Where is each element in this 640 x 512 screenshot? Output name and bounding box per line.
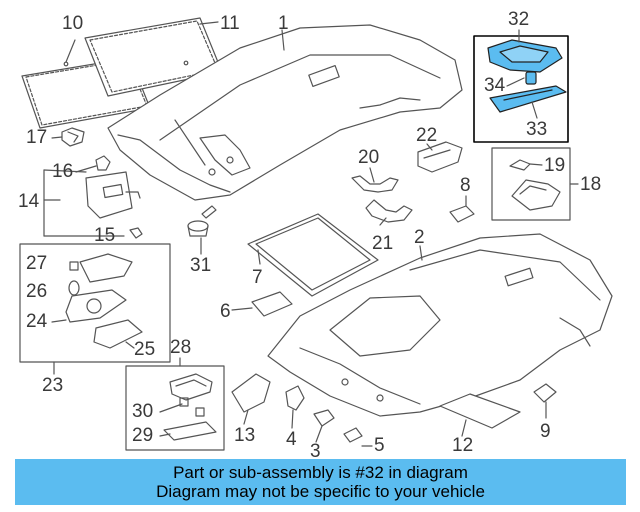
- label-26: 26: [26, 281, 48, 302]
- part-8-pad: [449, 195, 475, 223]
- banner-line-2: Diagram may not be specific to your vehi…: [156, 482, 485, 501]
- label-32: 32: [508, 9, 530, 30]
- part-16-hook: [75, 155, 111, 173]
- part-20-21-grab-handle: [351, 167, 413, 226]
- label-13: 13: [234, 425, 256, 446]
- part-3-clip: [313, 409, 335, 443]
- label-3: 3: [310, 441, 321, 462]
- info-banner: Part or sub-assembly is #32 in diagram D…: [15, 459, 626, 505]
- label-28: 28: [170, 337, 192, 358]
- part-6-pad: [231, 291, 293, 317]
- part-17-clip: [51, 127, 85, 147]
- label-5: 5: [374, 435, 385, 456]
- part-22-bracket: [417, 141, 463, 173]
- label-31: 31: [190, 255, 212, 276]
- label-4: 4: [286, 429, 297, 450]
- part-1-headliner: [107, 24, 463, 201]
- label-34: 34: [484, 75, 506, 96]
- label-19: 19: [544, 155, 566, 176]
- part-2-headliner: [267, 233, 613, 417]
- part-31-grommet: [187, 205, 217, 255]
- banner-line-1: Part or sub-assembly is #32 in diagram: [173, 463, 468, 482]
- label-30: 30: [132, 401, 154, 422]
- label-27: 27: [26, 253, 48, 274]
- part-4-clip: [285, 385, 305, 429]
- label-17: 17: [26, 127, 48, 148]
- label-1: 1: [278, 13, 289, 34]
- label-24: 24: [26, 311, 48, 332]
- part-9-clip: [533, 383, 557, 419]
- label-12: 12: [452, 435, 474, 456]
- label-10: 10: [62, 13, 84, 34]
- label-22: 22: [416, 125, 438, 146]
- label-8: 8: [460, 175, 471, 196]
- label-29: 29: [132, 425, 154, 446]
- label-16: 16: [52, 161, 74, 182]
- label-20: 20: [358, 147, 380, 168]
- label-18: 18: [580, 174, 602, 195]
- part-23-group-box: [19, 243, 171, 375]
- part-13-trim: [231, 373, 271, 425]
- label-11: 11: [220, 13, 240, 34]
- label-25: 25: [134, 339, 156, 360]
- part-32-dome-lamp: [473, 29, 569, 143]
- label-2: 2: [414, 227, 425, 248]
- part-5-clip: [343, 427, 373, 447]
- label-7: 7: [252, 267, 263, 288]
- part-14-sunvisor: [43, 169, 143, 239]
- part-18-group-box: [491, 147, 579, 221]
- label-33: 33: [526, 119, 548, 140]
- label-15: 15: [94, 225, 116, 246]
- part-12-pad: [439, 393, 521, 437]
- label-14: 14: [18, 191, 40, 212]
- label-23: 23: [42, 375, 64, 396]
- label-21: 21: [372, 233, 394, 254]
- part-7-sunroof-frame: [247, 213, 379, 297]
- label-9: 9: [540, 421, 551, 442]
- part-28-group-box: [125, 357, 225, 451]
- label-6: 6: [220, 301, 231, 322]
